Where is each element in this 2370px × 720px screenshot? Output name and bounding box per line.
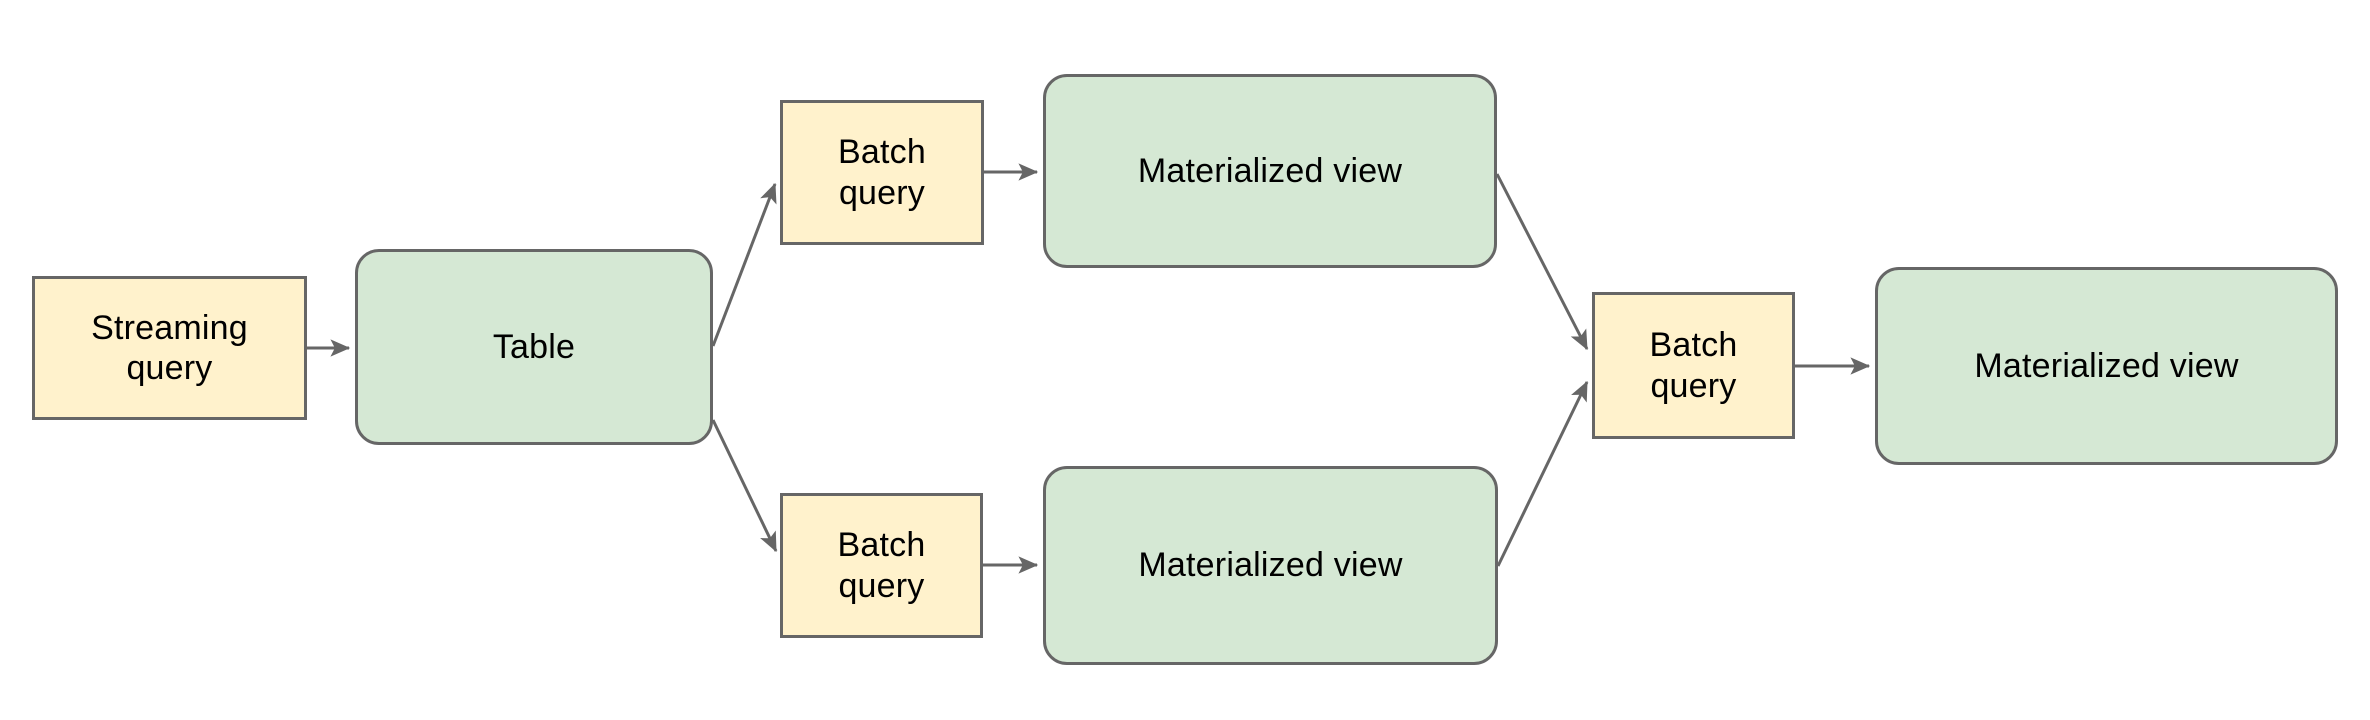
node-label: Materialized view <box>1137 151 1403 190</box>
node-label: Materialized view <box>1138 546 1403 585</box>
node-materialized-view-final[interactable]: Materialized view <box>1875 267 2338 465</box>
node-materialized-view-top[interactable]: Materialized view <box>1043 74 1497 268</box>
node-label: Batch query <box>837 526 926 605</box>
edge-materialized-view-top-to-batch-query-join <box>1495 173 1589 351</box>
node-label: Batch query <box>1649 326 1738 405</box>
node-label: Materialized view <box>1974 346 2239 385</box>
node-materialized-view-bottom[interactable]: Materialized view <box>1043 466 1498 665</box>
node-label: Streaming query <box>91 308 248 387</box>
edge-table-to-batch-query-top <box>711 182 777 347</box>
node-label: Batch query <box>838 133 926 212</box>
node-batch-query-join[interactable]: Batch query <box>1592 292 1795 439</box>
node-batch-query-top[interactable]: Batch query <box>780 100 984 245</box>
node-streaming-query[interactable]: Streaming query <box>32 276 307 420</box>
node-label: Table <box>492 327 576 366</box>
edge-table-to-batch-query-bottom <box>711 419 778 553</box>
edge-materialized-view-bottom-to-batch-query-join <box>1496 380 1589 567</box>
node-batch-query-bottom[interactable]: Batch query <box>780 493 983 638</box>
node-table[interactable]: Table <box>355 249 713 445</box>
